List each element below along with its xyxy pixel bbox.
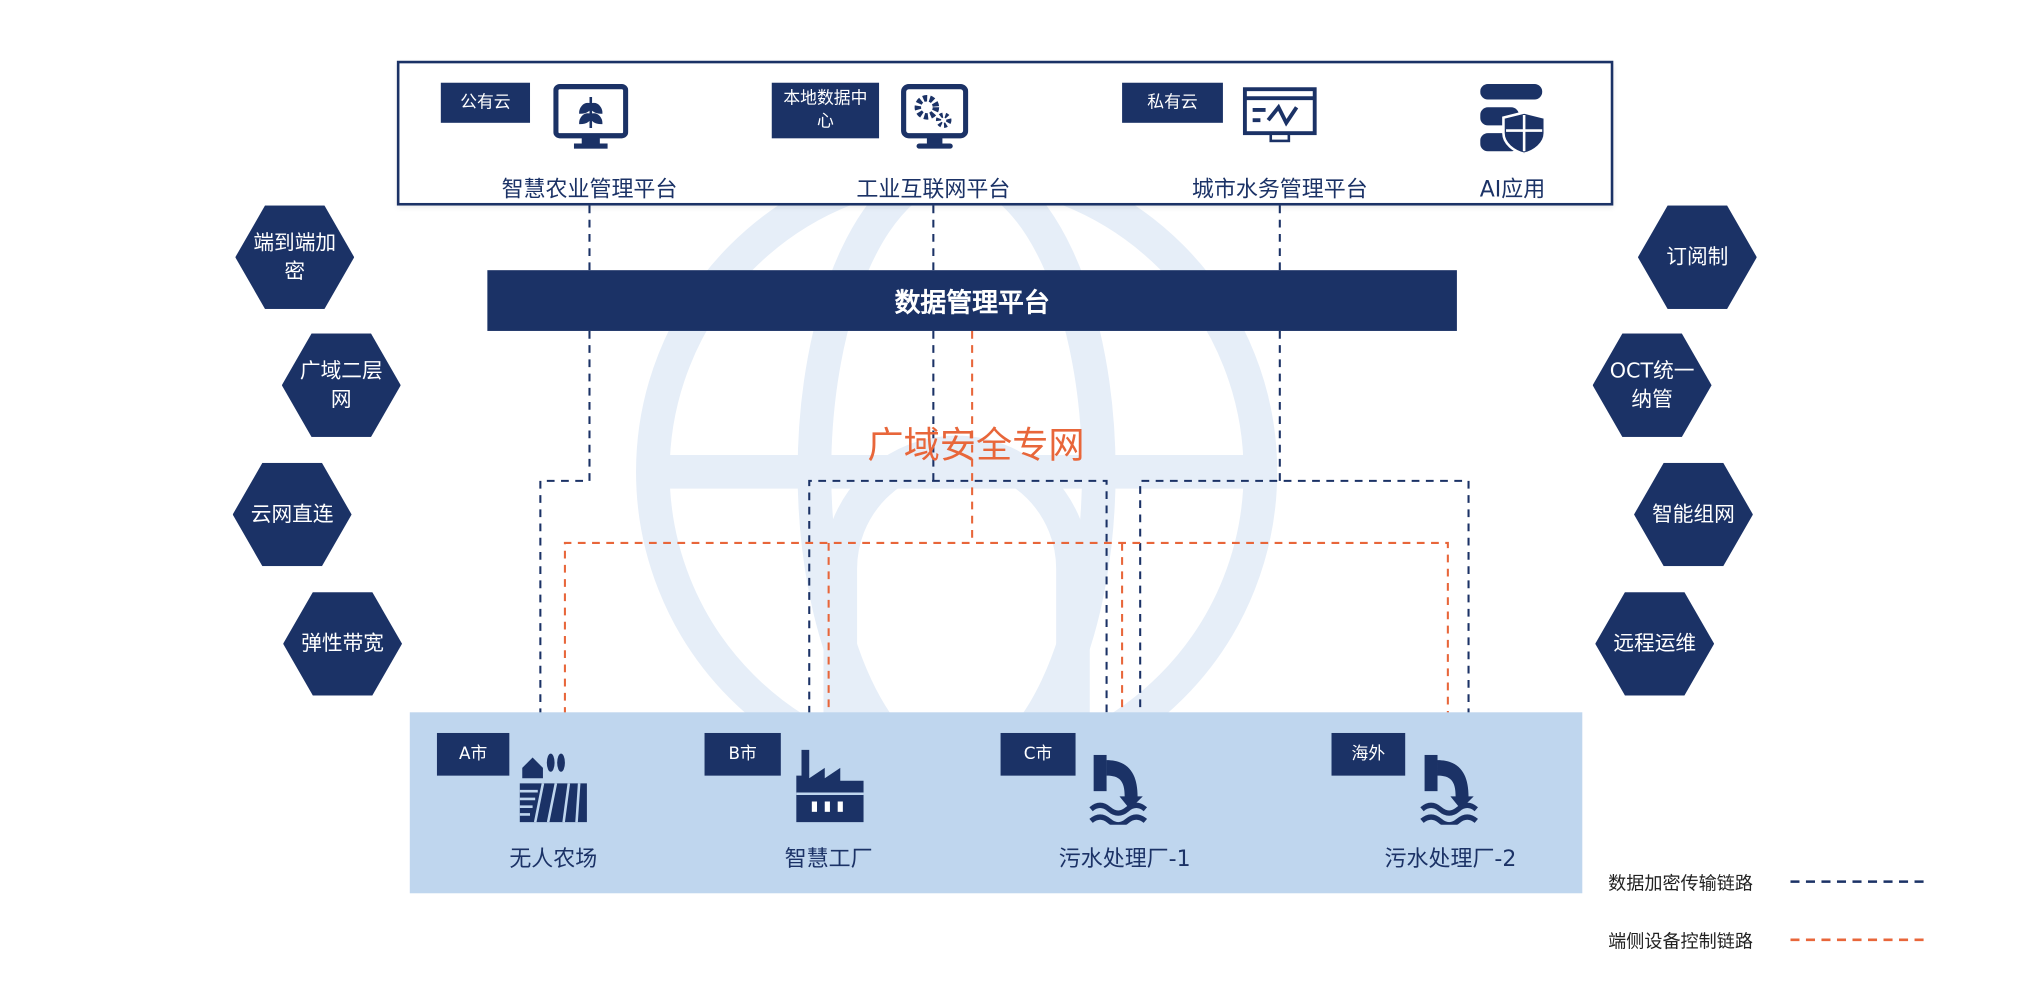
site-label-sewage-2: 污水处理厂-2	[1384, 846, 1517, 873]
platform-label-industrial: 工业互联网平台	[856, 177, 1011, 203]
platform-label-agriculture: 智慧农业管理平台	[501, 177, 678, 203]
server-shield-icon	[1480, 84, 1547, 154]
sewage-pipe-icon	[1420, 754, 1478, 825]
platform-label-ai: AI应用	[1479, 177, 1546, 203]
farm-icon	[519, 753, 587, 823]
control-links	[563, 330, 1449, 757]
factory-icon	[796, 749, 864, 823]
site-label-farm: 无人农场	[509, 846, 598, 873]
data-management-platform: 数据管理平台	[487, 270, 1457, 331]
tag-city-b: B市	[704, 732, 781, 776]
feature-label: 广域二层网	[299, 358, 383, 412]
tag-public-cloud: 公有云	[440, 82, 531, 123]
tag-local-datacenter: 本地数据中心	[771, 82, 880, 139]
feature-label: 智能组网	[1652, 501, 1735, 527]
tag-private-cloud: 私有云	[1122, 82, 1223, 123]
dashboard-monitor-icon	[1242, 87, 1317, 143]
feature-label: 订阅制	[1666, 244, 1729, 269]
feature-cloud-direct: 云网直连	[232, 462, 352, 567]
tag-city-a: A市	[436, 732, 510, 776]
legend-control-link: 端侧设备控制链路	[1608, 932, 1753, 953]
site-label-sewage-1: 污水处理厂-1	[1058, 846, 1191, 873]
feature-oct-management: OCT统一纳管	[1592, 333, 1712, 437]
legend-control-line	[1790, 938, 1928, 942]
site-label-factory: 智慧工厂	[784, 846, 873, 873]
wan-label: 广域安全专网	[867, 424, 1085, 467]
feature-label: 云网直连	[250, 501, 334, 527]
feature-label: 远程运维	[1613, 630, 1697, 656]
sewage-pipe-icon	[1089, 754, 1148, 825]
feature-label: OCT统一纳管	[1609, 358, 1695, 412]
gear-monitor-icon	[901, 84, 969, 149]
tag-city-c: C市	[1000, 732, 1076, 776]
agriculture-monitor-icon	[553, 84, 629, 149]
legend-data-link: 数据加密传输链路	[1608, 873, 1753, 895]
platform-label-water: 城市水务管理平台	[1191, 177, 1368, 203]
data-links	[539, 205, 1470, 757]
feature-label: 弹性带宽	[301, 630, 384, 656]
legend-data-line	[1790, 880, 1928, 883]
feature-label: 端到端加密	[253, 230, 337, 284]
feature-remote-ops: 远程运维	[1595, 592, 1715, 696]
tag-overseas: 海外	[1331, 732, 1406, 776]
